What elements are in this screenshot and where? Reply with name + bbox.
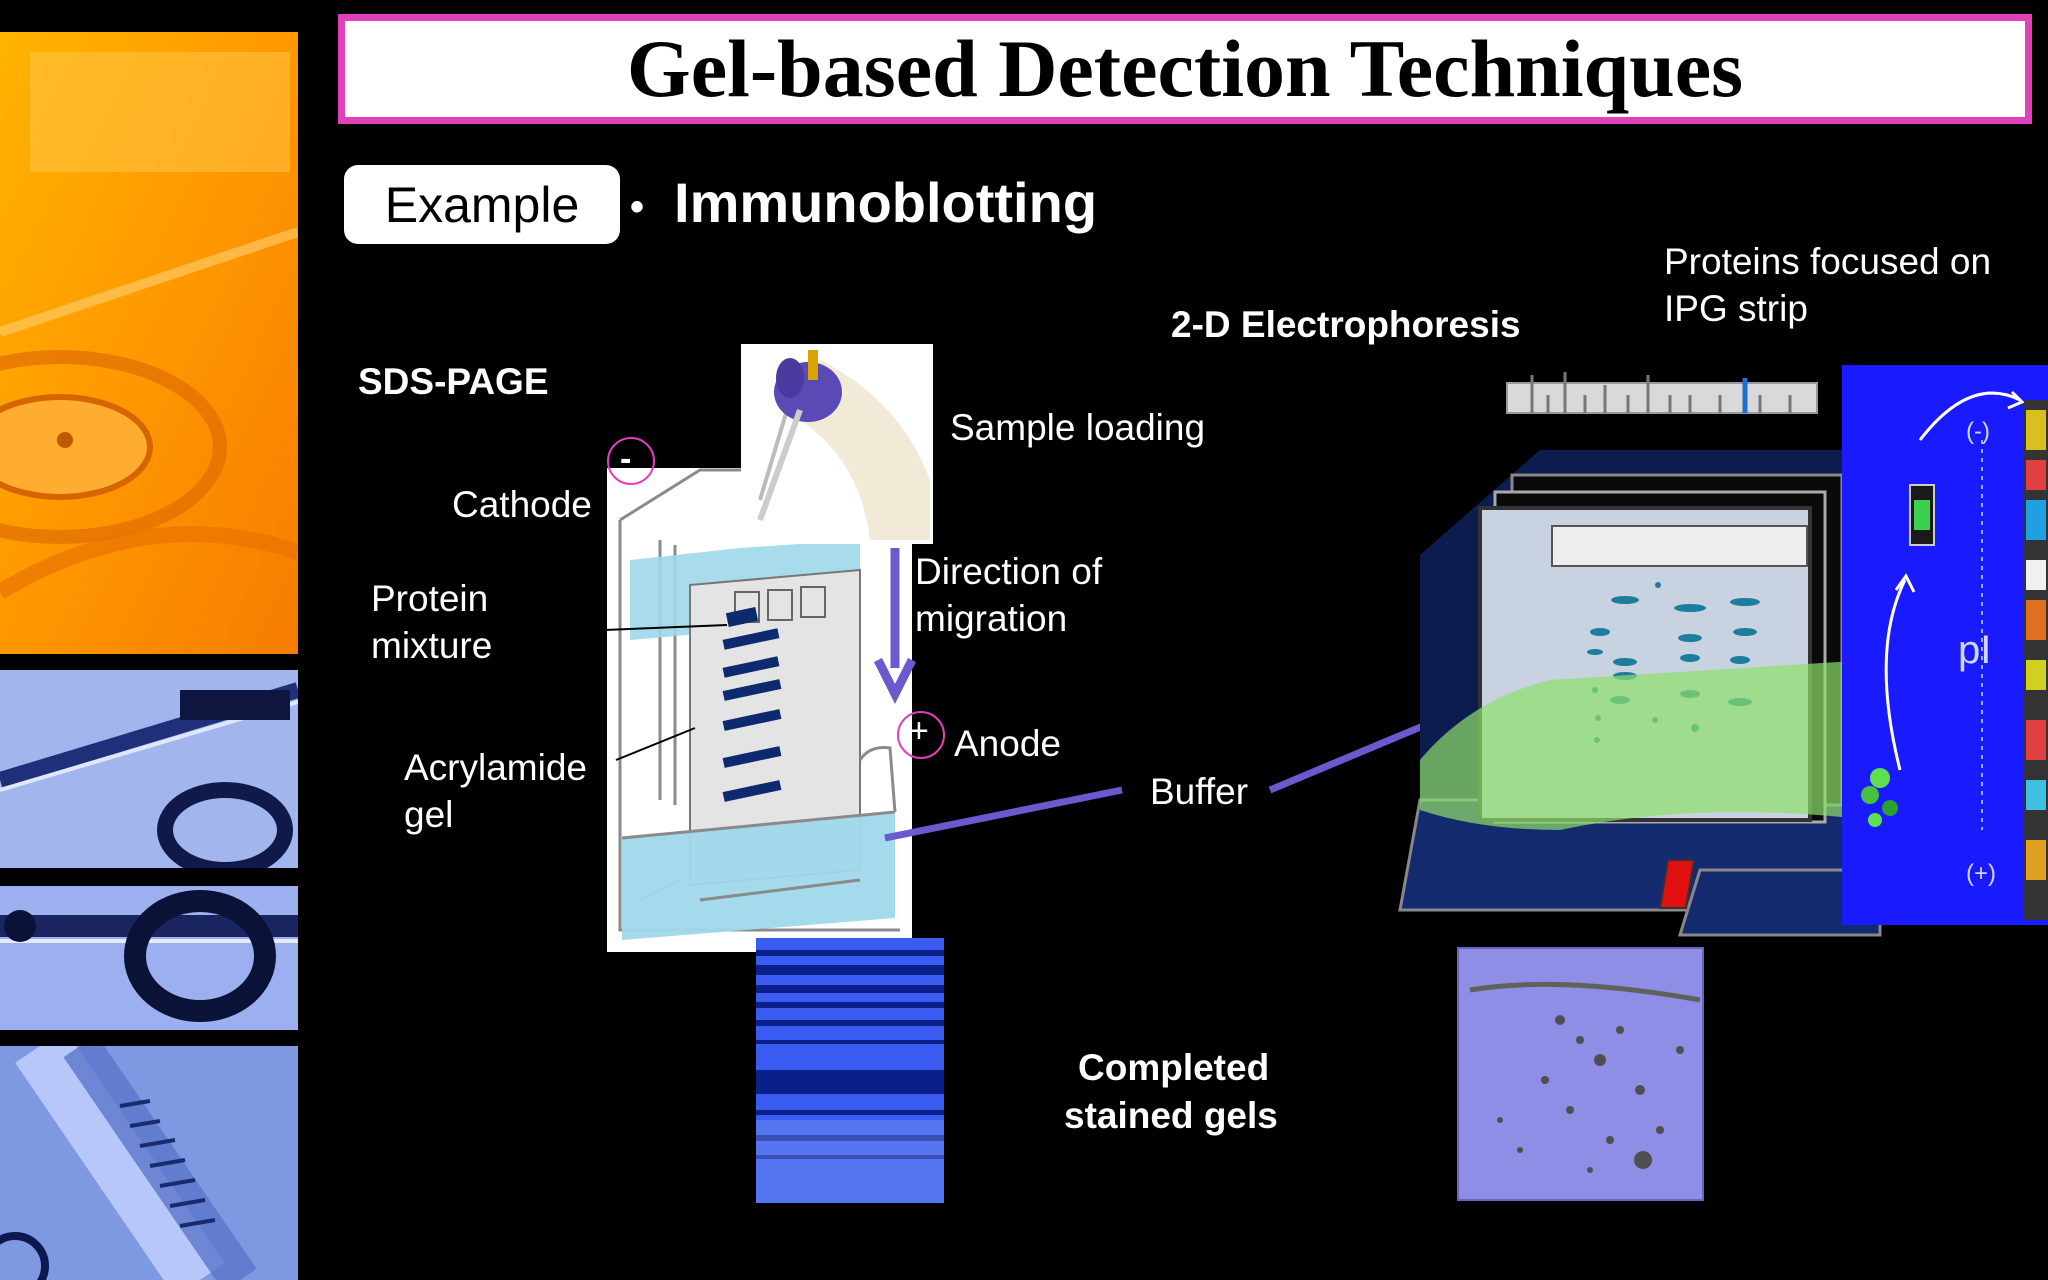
slide-title: Gel-based Detection Techniques	[626, 23, 1744, 114]
label-protein-line2: mixture	[371, 625, 493, 666]
ief-minus-label: (-)	[1966, 418, 1990, 445]
two-d-heading: 2-D Electrophoresis	[1171, 304, 1521, 345]
2d-buffer	[1420, 660, 1870, 830]
label-direction-line2: migration	[915, 598, 1068, 639]
label-ipg-line2: IPG strip	[1664, 288, 1808, 329]
power-indicator	[1658, 859, 1696, 909]
example-badge: Example	[344, 165, 620, 244]
lower-buffer	[622, 812, 895, 940]
label-completed-line1: Completed	[1078, 1047, 1270, 1088]
label-cathode: Cathode	[452, 484, 592, 525]
cathode-sign: -	[620, 440, 632, 478]
label-anode: Anode	[954, 723, 1061, 764]
ief-panel	[1842, 365, 2048, 925]
pointer-lines	[603, 624, 728, 761]
buffer-line-left	[884, 786, 1123, 842]
label-acrylamide-line1: Acrylamide	[404, 747, 587, 788]
sidebar-blue-photo-3	[0, 1046, 298, 1280]
label-protein-line1: Protein	[371, 578, 489, 619]
sds-stained-gel-photo	[756, 938, 944, 1203]
label-sample-loading: Sample loading	[950, 407, 1206, 448]
title-box: Gel-based Detection Techniques	[338, 14, 2032, 124]
anode-sign: +	[909, 712, 929, 750]
anode-circle	[897, 711, 945, 759]
ipg-strip	[1506, 372, 1818, 414]
2d-stained-gel-photo	[1457, 947, 1704, 1201]
label-ipg-line1: Proteins focused on	[1664, 241, 1992, 282]
gel-bands	[722, 607, 782, 802]
bullet-text: Immunoblotting	[674, 171, 1098, 234]
bullet-item: • Immunoblotting	[630, 170, 1097, 235]
ief-pi-label: pI	[1958, 628, 1992, 672]
label-completed-line2: stained gels	[1064, 1095, 1278, 1136]
sidebar-blue-photo-2	[0, 886, 298, 1030]
label-acrylamide-line2: gel	[404, 794, 454, 835]
sidebar-orange-photo	[0, 32, 298, 654]
cathode-circle	[607, 437, 655, 485]
label-direction-line1: Direction of	[915, 551, 1103, 592]
migration-arrow	[873, 548, 917, 705]
label-buffer: Buffer	[1150, 771, 1249, 812]
ief-plus-label: (+)	[1966, 860, 1996, 887]
sidebar-blue-photo-1	[0, 670, 298, 868]
sds-page-heading: SDS-PAGE	[358, 361, 549, 402]
bullet-dot-icon: •	[630, 184, 645, 229]
